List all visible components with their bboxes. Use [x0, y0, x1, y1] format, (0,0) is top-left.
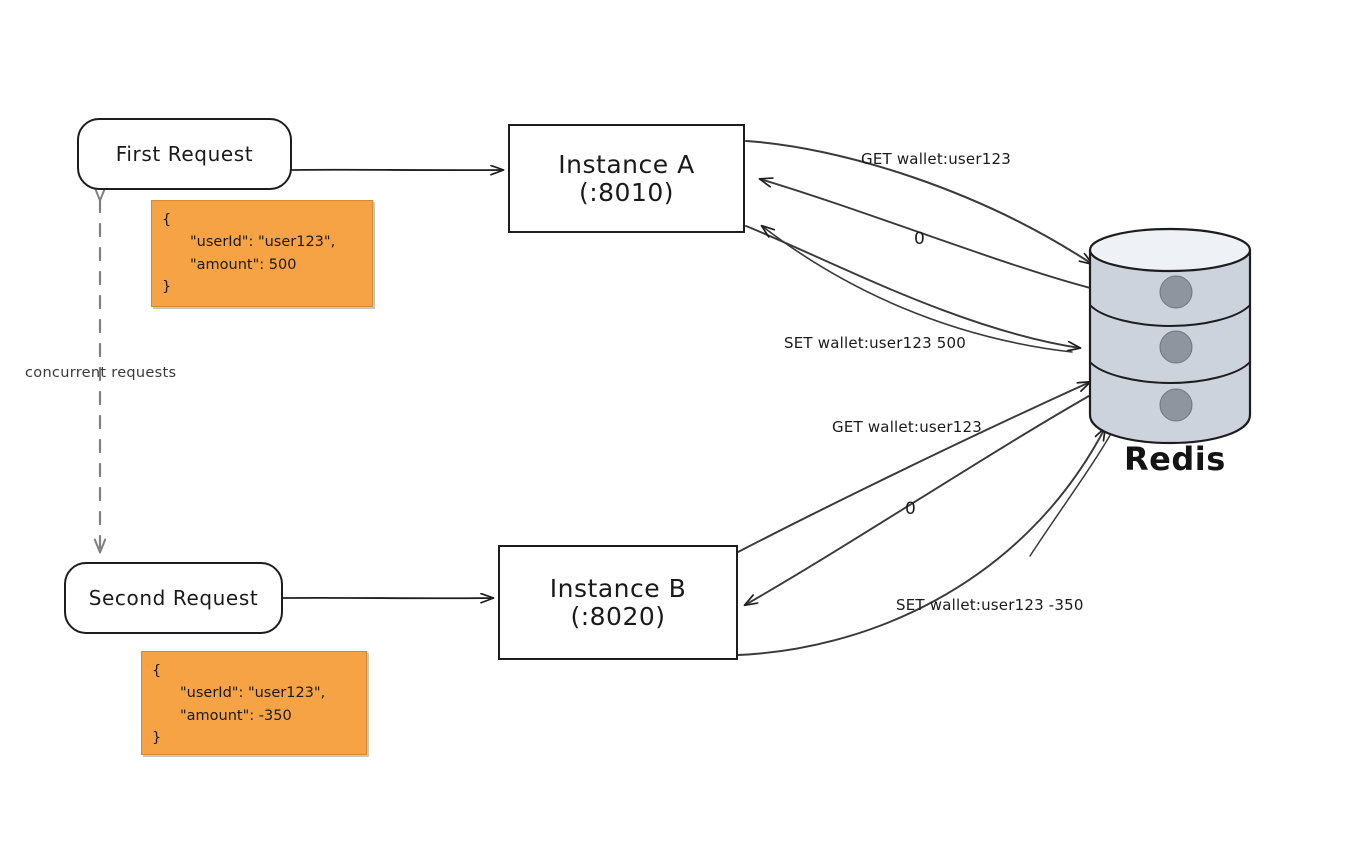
payload-amount: "amount": 500: [190, 256, 297, 273]
payload-open-brace: {: [152, 663, 162, 679]
instance-a-name: Instance A: [558, 149, 695, 179]
edge-label-instance-a-get: GET wallet:user123: [861, 150, 1011, 168]
db-marker-1: [1159, 275, 1193, 309]
edge-label-instance-b-get: GET wallet:user123: [832, 418, 982, 436]
redis-label: Redis: [1124, 440, 1226, 478]
node-second-request[interactable]: Second Request: [64, 562, 283, 634]
instance-b-port: (:8020): [570, 601, 666, 631]
first-request-payload-card: { "userId": "user123", "amount": 500 }: [151, 200, 373, 307]
second-request-payload-card: { "userId": "user123", "amount": -350 }: [141, 651, 367, 755]
edge-instance-b-get: [737, 382, 1090, 553]
node-instance-b[interactable]: Instance B (:8020): [498, 545, 738, 660]
edge-instance-b-get-reply: [745, 391, 1097, 605]
first-request-label: First Request: [115, 142, 254, 166]
node-first-request[interactable]: First Request: [77, 118, 292, 190]
db-marker-2: [1159, 330, 1193, 364]
redis-database-icon: [1088, 227, 1252, 445]
node-instance-a[interactable]: Instance A (:8010): [508, 124, 745, 233]
payload-close-brace: }: [162, 279, 172, 296]
edge-instance-b-set-return: [1029, 431, 1113, 557]
concurrent-requests-label: concurrent requests: [25, 365, 177, 381]
edge-instance-a-get: [745, 140, 1092, 264]
payload-close-brace: }: [152, 730, 162, 747]
db-marker-3: [1159, 388, 1193, 422]
edge-label-instance-a-set: SET wallet:user123 500: [784, 334, 967, 352]
instance-b-name: Instance B: [549, 573, 687, 603]
edge-instance-b-set: [737, 428, 1105, 656]
edge-instance-a-set-return: [762, 226, 1073, 353]
second-request-label: Second Request: [88, 586, 259, 610]
edge-label-instance-a-get-reply: 0: [914, 229, 926, 249]
payload-open-brace: {: [162, 212, 172, 228]
payload-user-id: "userId": "user123",: [190, 234, 336, 251]
payload-user-id: "userId": "user123",: [180, 685, 326, 702]
edge-instance-a-get-reply: [760, 179, 1099, 291]
payload-amount: "amount": -350: [180, 707, 292, 724]
edge-label-instance-b-get-reply: 0: [905, 499, 917, 519]
instance-a-port: (:8010): [578, 177, 675, 207]
edge-label-instance-b-set: SET wallet:user123 -350: [896, 596, 1084, 614]
